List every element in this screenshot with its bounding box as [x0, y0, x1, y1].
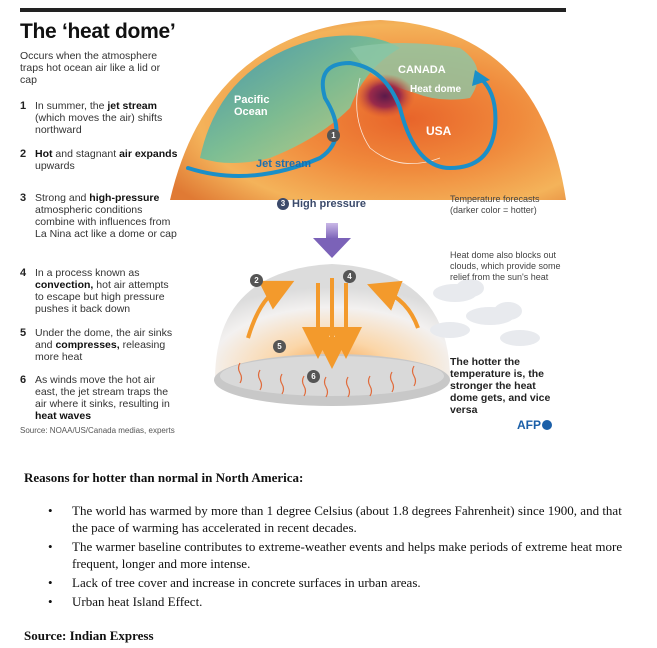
step-number: 5: [20, 327, 27, 339]
heat-waves-squiggles: [237, 362, 417, 398]
note-clouds: Heat dome also blocks out clouds, which …: [450, 250, 561, 282]
dome-floor: [220, 356, 444, 396]
note-temperature: Temperature forecasts (darker color = ho…: [450, 194, 540, 215]
list-item: The warmer baseline contributes to extre…: [24, 538, 634, 572]
sinking-air-arrows: [302, 278, 362, 369]
afp-logo-dot: [542, 420, 552, 430]
list-item: The world has warmed by more than 1 degr…: [24, 502, 634, 536]
badge-5: 5: [273, 340, 286, 353]
coastline: [356, 77, 441, 164]
jet-stream-arrowhead: [472, 70, 490, 86]
convection-arrow-left: [246, 280, 295, 339]
reasons-list: The world has warmed by more than 1 degr…: [24, 502, 634, 612]
step-text: Hot and stagnant air expands upwards: [35, 148, 178, 172]
high-pressure-arrow-shaft: [326, 223, 338, 239]
infographic-source: Source: NOAA/US/Canada medias, experts: [20, 426, 175, 435]
step-number: 6: [20, 374, 27, 386]
jet-stream-line: [186, 60, 498, 178]
step-text: Strong and high-pressure atmospheric con…: [35, 192, 177, 240]
section-heading: Reasons for hotter than normal in North …: [24, 470, 304, 485]
step-text: As winds move the hot air east, the jet …: [35, 374, 170, 422]
top-rule: [20, 8, 566, 12]
map-label-usa: USA: [426, 124, 452, 138]
step-text: In summer, the jet stream (which moves t…: [35, 100, 163, 136]
step-number: 1: [20, 100, 27, 112]
north-region: [350, 43, 478, 100]
afp-logo-text: AFP: [517, 418, 541, 432]
infographic-title: The ‘heat dome’: [20, 20, 176, 43]
list-item: Lack of tree cover and increase in concr…: [24, 574, 634, 591]
source-line: Source: Indian Express: [24, 628, 154, 643]
step-number: 2: [20, 148, 27, 160]
map-label-jet-stream: Jet stream: [256, 158, 312, 170]
step-number: 4: [20, 267, 27, 279]
high-pressure-text: High pressure: [292, 198, 366, 210]
map-label-heat-dome: Heat dome: [410, 84, 462, 95]
step-text: In a process known as convection, hot ai…: [35, 267, 169, 315]
badge-4: 4: [343, 270, 356, 283]
badge-2: 2: [250, 274, 263, 287]
badge-6: 6: [307, 370, 320, 383]
step-text: Under the dome, the air sinks and compre…: [35, 327, 173, 363]
step-number: 3: [20, 192, 27, 204]
note-hotter: The hotter the temperature is, the stron…: [450, 356, 551, 416]
heat-dome-infographic: The ‘heat dome’ Occurs when the atmosphe…: [20, 8, 566, 458]
infographic-subtitle: Occurs when the atmosphere traps hot oce…: [20, 50, 161, 86]
heat-dome-illustration: [170, 20, 566, 406]
afp-logo: AFP: [517, 418, 552, 432]
ocean-region: [200, 35, 400, 163]
list-item: Urban heat Island Effect.: [24, 593, 634, 610]
map-label-canada: CANADA: [398, 64, 446, 76]
clouds: [430, 279, 540, 346]
badge-1: 1: [327, 129, 340, 142]
high-pressure-number: 3: [277, 198, 289, 210]
high-pressure-arrow-head: [313, 238, 351, 258]
convection-arrow-right: [367, 280, 420, 329]
map-label-pacific: Pacific Ocean: [234, 94, 270, 118]
